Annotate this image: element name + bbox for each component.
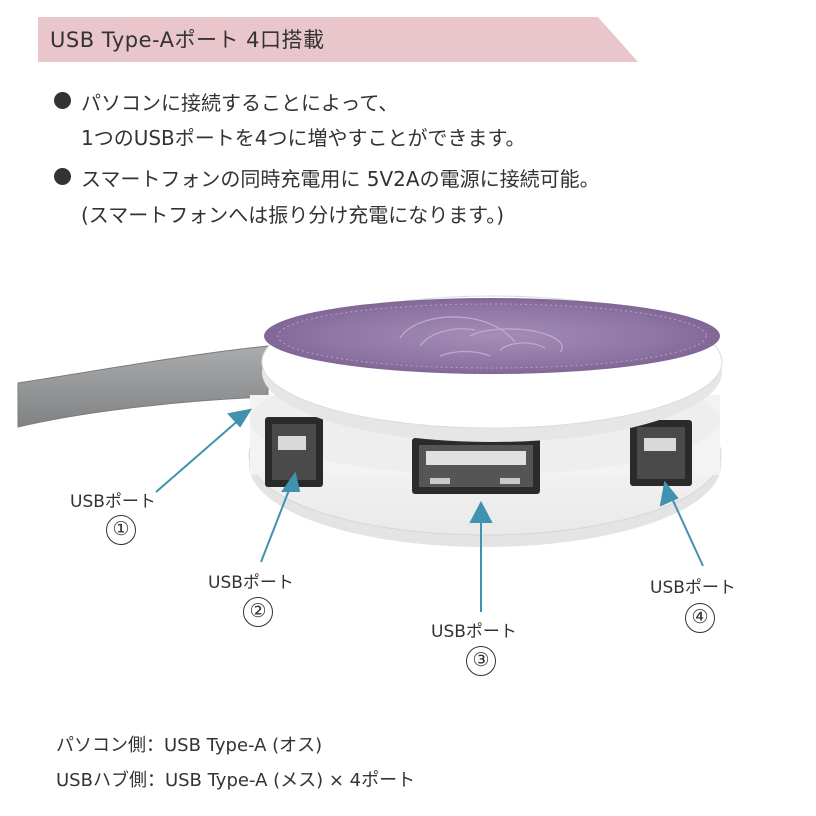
usb-port-4 [630,420,692,486]
header-title: USB Type-Aポート 4口搭載 [50,28,325,52]
port-3-label: USBポート [431,622,517,642]
bullet-1-line-2: 1つのUSBポートを4つに増やすことができます。 [81,126,526,150]
bullet-1-line-1: パソコンに接続することによって、 [81,91,399,115]
bullet-2-line-2: (スマートフォンへは振り分け充電になります。) [81,203,505,227]
port-1-number: ① [106,515,136,545]
arrow-1 [155,417,242,493]
port-2-label: USBポート [208,573,294,593]
engraved-character [399,316,563,357]
port-4-label: USBポート [650,578,736,598]
hub-top-disc [264,298,720,374]
port-3-number: ③ [466,646,496,676]
usb-port-1 [265,417,323,487]
port-1-label: USBポート [70,492,156,512]
arrow-2 [260,484,292,563]
port-2-number: ② [243,597,273,627]
spec-pc-side: パソコン側：USB Type-A (オス) [56,735,323,756]
usb-port-3 [412,438,540,494]
bullet-dot [54,168,71,185]
header-banner [38,17,638,62]
arrow-4 [669,493,704,567]
spec-hub-side: USBハブ側：USB Type-A (メス) × 4ポート [56,770,416,791]
bullet-2-line-1: スマートフォンの同時充電用に 5V2Aの電源に接続可能。 [81,167,600,191]
port-4-number: ④ [685,603,715,633]
bullet-dot [54,92,71,109]
